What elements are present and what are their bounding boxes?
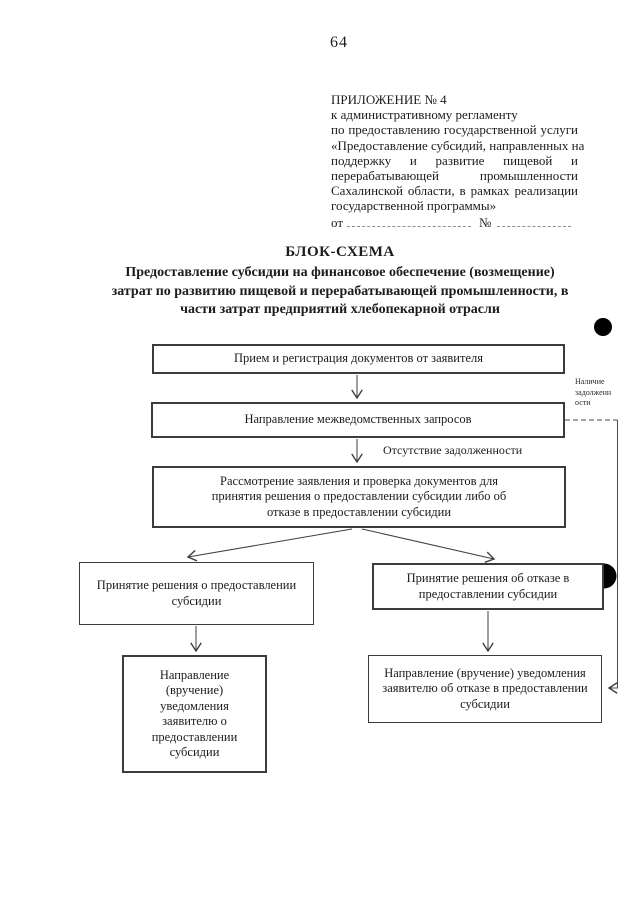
date-blank-line bbox=[347, 214, 472, 227]
flowchart-box-refuse-notice: Направление (вручение) уведомления заяви… bbox=[368, 655, 602, 723]
edge-label-no-debt: Отсутствие задолженности bbox=[383, 443, 523, 457]
box-text: Направление (вручение) уведомления заяви… bbox=[382, 665, 588, 711]
debt-bypass-return-segment bbox=[607, 420, 618, 694]
flowchart-box-requests: Направление межведомственных запросов bbox=[151, 402, 565, 438]
arrow-review-to-refuse bbox=[361, 528, 496, 563]
number-label: № bbox=[479, 214, 492, 230]
edge-label-debt-line: задолженн bbox=[575, 387, 612, 397]
appendix-line: Сахалинской области, в рамках реализации bbox=[331, 183, 578, 199]
appendix-line: государственной программы» bbox=[331, 198, 497, 214]
page-number: 64 bbox=[330, 34, 348, 51]
flowchart-box-grant-decision: Принятие решения о предоставлении субсид… bbox=[79, 562, 314, 625]
flowchart-box-review: Рассмотрение заявления и проверка докуме… bbox=[152, 466, 566, 528]
edge-label-debt-line: ости bbox=[575, 398, 591, 407]
appendix-date-line: от № bbox=[331, 214, 578, 230]
box-text: Рассмотрение заявления и проверка докуме… bbox=[211, 473, 507, 519]
appendix-line: «Предоставление субсидий, направленных н… bbox=[331, 137, 585, 153]
flowchart-box-receive: Прием и регистрация документов от заявит… bbox=[152, 344, 565, 374]
title-subtitle-line: части затрат предприятий хлебопекарной о… bbox=[180, 302, 500, 317]
edge-label-debt-line: Наличие bbox=[575, 377, 605, 386]
date-label: от bbox=[331, 214, 344, 230]
box-text: Прием и регистрация документов от заявит… bbox=[233, 351, 483, 366]
appendix-line: поддержку и развитие пищевой и bbox=[331, 152, 578, 168]
flowchart-box-grant-notice: Направление (вручение) уведомления заяви… bbox=[122, 655, 267, 773]
flowchart-box-refuse-decision: Принятие решения об отказе в предоставле… bbox=[372, 563, 604, 610]
arrow-review-to-grant bbox=[186, 528, 353, 562]
edge-label-debt: Наличие задолженн ости bbox=[575, 377, 619, 409]
document-title: БЛОК-СХЕМА Предоставление субсидии на фи… bbox=[40, 244, 640, 320]
appendix-line: перерабатывающей промышленности bbox=[331, 168, 578, 184]
appendix-header: ПРИЛОЖЕНИЕ № 4 к административному регла… bbox=[331, 92, 585, 230]
box-text: Направление (вручение) уведомления заяви… bbox=[151, 667, 238, 760]
appendix-line: ПРИЛОЖЕНИЕ № 4 bbox=[331, 92, 447, 107]
title-subtitle-line: затрат по развитию пищевой и перерабатыв… bbox=[111, 283, 569, 299]
scan-mark-top bbox=[594, 318, 612, 336]
box-text: Направление межведомственных запросов bbox=[244, 412, 472, 427]
title-heading: БЛОК-СХЕМА bbox=[285, 244, 395, 260]
box-text: Принятие решения об отказе в предоставле… bbox=[406, 571, 570, 601]
box-text: Принятие решения о предоставлении субсид… bbox=[96, 578, 297, 608]
number-blank-line bbox=[497, 214, 572, 227]
appendix-line: по предоставлению государственной услуги bbox=[331, 122, 578, 138]
appendix-line: к административному регламенту bbox=[331, 107, 518, 123]
title-subtitle-line: Предоставление субсидии на финансовое об… bbox=[125, 265, 555, 280]
